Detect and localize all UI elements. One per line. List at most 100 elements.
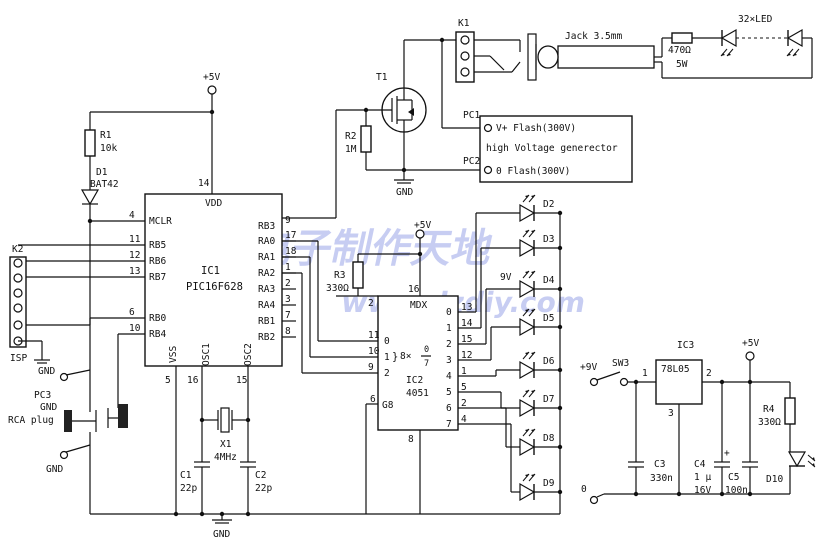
v9-label: 9V xyxy=(500,272,512,283)
c4-val2: 16V xyxy=(694,485,711,496)
ic2-out-label-5: 5 xyxy=(446,387,452,398)
ic1-pin-rb3: RB3 xyxy=(258,221,275,232)
ic2-sel-pin-9: 9 xyxy=(368,362,374,373)
c4-plus: + xyxy=(724,448,730,459)
ic2-range-c: 7 xyxy=(424,359,429,369)
ic3-pin1: 1 xyxy=(642,368,648,379)
led-d8 xyxy=(519,428,536,456)
ic2-pin-top: 16 xyxy=(408,284,420,295)
ic1-osc1: OSC1 xyxy=(201,343,212,366)
ic1-pin-rb2: RB2 xyxy=(258,332,275,343)
led-d9 xyxy=(519,473,536,501)
chain-led-2 xyxy=(786,29,803,57)
ic1-pin-num-12: 12 xyxy=(129,250,140,261)
ic1-pin-num-3: 3 xyxy=(285,294,291,305)
jack-body xyxy=(527,33,537,81)
ic1-pin-num-1: 1 xyxy=(285,262,291,273)
jack-label: Jack 3.5mm xyxy=(565,31,622,42)
flash-vplus: V+ Flash(300V) xyxy=(496,123,576,134)
ic2-out-pin-13: 13 xyxy=(461,302,472,313)
vcc2-label: +5V xyxy=(414,220,431,231)
vcc3-label: +5V xyxy=(742,338,759,349)
plus9v-label: +9V xyxy=(580,362,597,373)
ic1-pin-num-13: 13 xyxy=(129,266,140,277)
sw3-label: SW3 xyxy=(612,358,629,369)
ic1-ref: IC1 xyxy=(201,265,220,277)
ic2-pin-ge: 6 xyxy=(370,394,376,405)
ic1-pin-num-4: 4 xyxy=(129,210,135,221)
ic1-pin-ra0: RA0 xyxy=(258,236,275,247)
ic2-out-label-4: 4 xyxy=(446,371,452,382)
ic1-pin-vss: 5 xyxy=(165,375,171,386)
flash-unit xyxy=(479,115,633,183)
k2-ref: K2 xyxy=(12,244,23,255)
ic1-body xyxy=(144,193,283,367)
ic1-vdd: VDD xyxy=(205,198,222,209)
ic1-pin-rb0: RB0 xyxy=(149,313,166,324)
ic2-out-label-3: 3 xyxy=(446,355,452,366)
pc3-label: PC3 xyxy=(34,390,51,401)
r1 xyxy=(84,129,96,157)
rca-plug-1 xyxy=(64,410,72,432)
ic2-out-label-2: 2 xyxy=(446,339,452,350)
ic1-pin-num-2: 2 xyxy=(285,278,291,289)
ic2-out-label-1: 1 xyxy=(446,323,452,334)
ic2-out-pin-14: 14 xyxy=(461,318,473,329)
ic3-part: 78L05 xyxy=(661,364,690,375)
vcc-terminal xyxy=(207,85,217,95)
ic1-pin-rb5: RB5 xyxy=(149,240,166,251)
r1-val: 10k xyxy=(100,143,117,154)
led-d6 xyxy=(519,351,536,379)
t1-gnd: GND xyxy=(396,187,413,198)
chain-led-1 xyxy=(720,29,737,57)
k2-pin-1 xyxy=(13,258,23,268)
ic2-out-pin-4: 4 xyxy=(461,414,467,425)
c1-val: 22p xyxy=(180,483,197,494)
led-label-d8: D8 xyxy=(543,433,555,444)
ic1-pin-num-9: 9 xyxy=(285,215,291,226)
led-label-d9: D9 xyxy=(543,478,555,489)
k2-connector xyxy=(9,256,27,348)
ic1-vss: VSS xyxy=(168,346,179,363)
ic2-range-b: 0 xyxy=(424,345,429,355)
ic1-pin-rb4: RB4 xyxy=(149,329,166,340)
d1-ref: D1 xyxy=(96,167,108,178)
led-label-d5: D5 xyxy=(543,313,554,324)
r5 xyxy=(671,32,693,44)
c1-ref: C1 xyxy=(180,470,192,481)
pc3-gnd: GND xyxy=(40,402,57,413)
c3-val: 330n xyxy=(650,473,673,484)
rca-plug-2 xyxy=(118,404,128,428)
r1-ref: R1 xyxy=(100,130,112,141)
r4-ref: R4 xyxy=(763,404,775,415)
c3-ref: C3 xyxy=(654,459,665,470)
ic3-ref: IC3 xyxy=(677,340,694,351)
k2-pin-3 xyxy=(13,288,23,298)
pc1-label: PC1 xyxy=(463,110,480,121)
c4-ref: C4 xyxy=(694,459,706,470)
ic3-pin2: 2 xyxy=(706,368,712,379)
jack-plug xyxy=(557,45,655,69)
led-label-d7: D7 xyxy=(543,394,554,405)
rca-label: RCA plug xyxy=(8,415,54,426)
ic2-pin-bottom: 8 xyxy=(408,434,414,445)
isp-label: ISP xyxy=(10,353,27,364)
r2-val: 1M xyxy=(345,144,357,155)
ic2-sel-pin-11: 11 xyxy=(368,330,380,341)
ic1-pin-rb7: RB7 xyxy=(149,272,166,283)
led-d3 xyxy=(519,229,536,257)
ic2-pin-com-left: 2 xyxy=(368,298,374,309)
r5-watt: 5W xyxy=(676,59,688,70)
led-label-d3: D3 xyxy=(543,234,554,245)
r4-val: 330Ω xyxy=(758,417,781,428)
ic2-out-pin-15: 15 xyxy=(461,334,472,345)
ic2-range-a: 8× xyxy=(400,351,412,362)
ic1-pin-num-11: 11 xyxy=(129,234,141,245)
d10-label: D10 xyxy=(766,474,783,485)
k2-pin-5 xyxy=(13,320,23,330)
k2-pin-4 xyxy=(13,303,23,313)
zero-label: 0 xyxy=(581,484,587,495)
